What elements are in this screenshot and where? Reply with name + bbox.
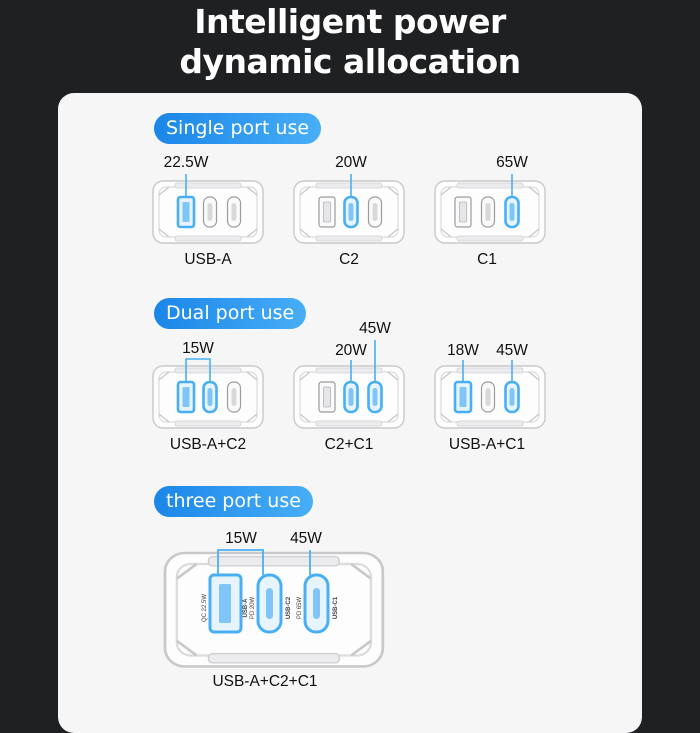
port-text-c2-name: USB-C2 <box>286 596 292 619</box>
port-text-usb-a-power: QC 22.5W <box>202 594 208 622</box>
dual-usb-a-c1-power-a: 18W <box>447 342 479 359</box>
port-text-c2-power: PD 20W <box>250 596 256 619</box>
header-title-line2: dynamic allocation <box>179 42 521 81</box>
three-port-badge: three port use <box>154 486 313 517</box>
three-port-label: USB-A+C2+C1 <box>212 673 318 690</box>
dual-usb-a-c1-power-c1: 45W <box>496 342 528 359</box>
dual-c2-c1-power-c1: 45W <box>359 320 391 337</box>
dual-c2-c1-power-c2: 20W <box>335 342 367 359</box>
dual-usb-a-c1-label: USB-A+C1 <box>448 436 526 453</box>
port-text-usb-a-name: USB-A <box>243 598 249 618</box>
dual-port-badge: Dual port use <box>154 298 307 329</box>
port-text-c1-name: USB-C1 <box>333 596 339 619</box>
dual-usb-a-c2-power: 15W <box>182 340 214 357</box>
dual-usb-a-c2-label: USB-A+C2 <box>169 436 247 453</box>
charger-illustrations: QC 22.5W USB-A PD 20W USB-C2 PD 65W USB-… <box>152 174 546 668</box>
single-usb-a-label: USB-A <box>184 251 232 268</box>
single-c1-label: C1 <box>477 251 497 268</box>
single-port-badge: Single port use <box>154 113 322 144</box>
dual-c2-c1-label: C2+C1 <box>324 436 374 453</box>
three-usb-a-c2-power: 15W <box>225 530 257 547</box>
single-usb-a-power: 22.5W <box>163 154 209 171</box>
port-text-c1-power: PD 65W <box>297 596 303 619</box>
single-c2-label: C2 <box>339 251 359 268</box>
three-c1-power: 45W <box>290 530 322 547</box>
single-c1-power: 65W <box>496 154 528 171</box>
single-c2-power: 20W <box>335 154 367 171</box>
header-title-line1: Intelligent power <box>194 2 506 41</box>
